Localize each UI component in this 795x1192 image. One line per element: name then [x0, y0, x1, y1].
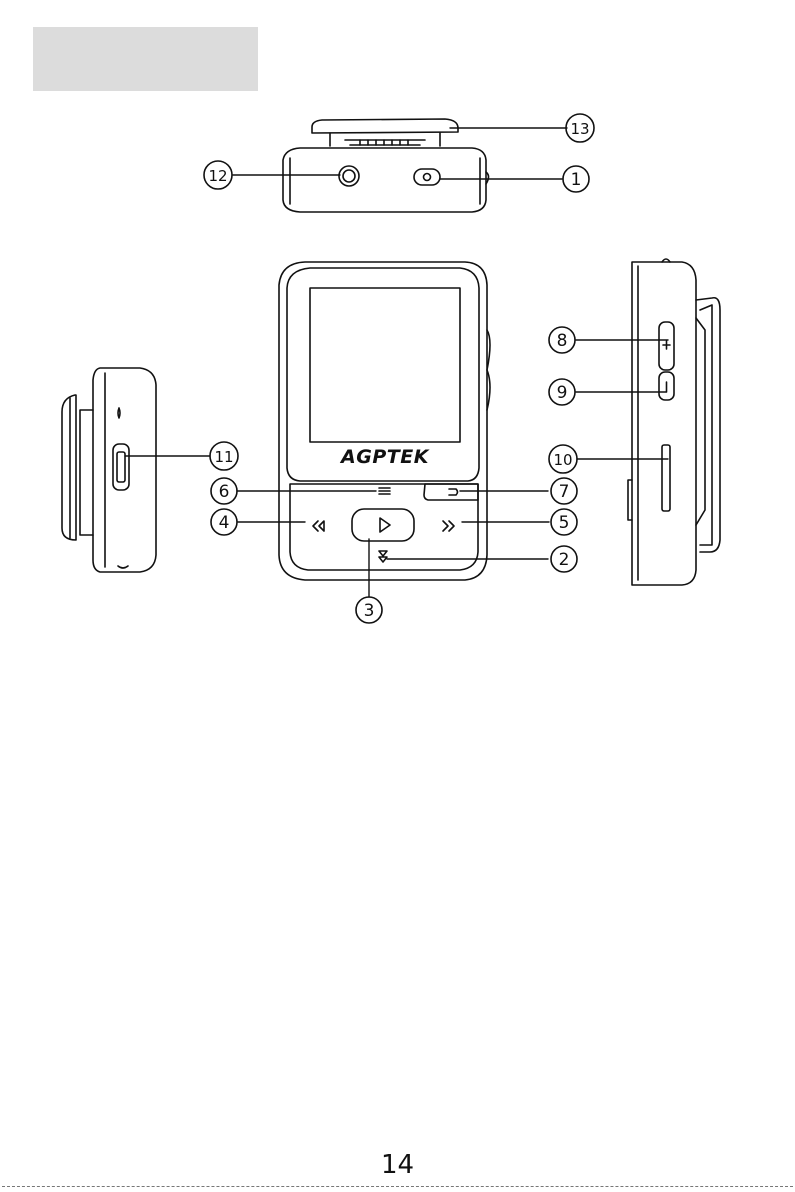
- volume-icon: [379, 551, 387, 562]
- screen: [310, 288, 460, 442]
- power-button: [414, 169, 440, 185]
- svg-text:6: 6: [219, 482, 230, 502]
- top-body: [283, 148, 486, 212]
- callout-leaders: [125, 128, 668, 597]
- callout-8: 8: [549, 327, 575, 353]
- callout-12: 12: [204, 161, 232, 189]
- play-icon: [380, 518, 390, 532]
- usb-port: [113, 444, 129, 490]
- callout-11: 11: [210, 442, 238, 470]
- callouts: 1 2 3 4 5 6 7 8: [204, 114, 594, 623]
- right-body: [632, 262, 696, 585]
- svg-text:2: 2: [559, 550, 570, 570]
- callout-4: 4: [211, 509, 237, 535]
- svg-text:4: 4: [219, 513, 230, 533]
- callout-1: 1: [563, 166, 589, 192]
- svg-text:9: 9: [557, 383, 568, 403]
- right-clip: [696, 298, 720, 552]
- menu-icon: [379, 488, 390, 494]
- sd-card-slot: [662, 445, 670, 511]
- svg-text:11: 11: [214, 448, 233, 466]
- svg-text:3: 3: [364, 601, 375, 621]
- page-number: 14: [0, 1150, 795, 1180]
- previous-icon: [313, 521, 324, 531]
- headphone-jack: [339, 166, 359, 186]
- svg-text:1: 1: [571, 170, 582, 190]
- svg-text:12: 12: [208, 167, 227, 185]
- svg-text:5: 5: [559, 513, 570, 533]
- right-side-view: [628, 259, 720, 585]
- left-clip: [62, 395, 76, 540]
- top-body-inner: [290, 158, 480, 204]
- callout-10: 10: [549, 445, 577, 473]
- clip-teeth: [360, 140, 408, 145]
- brand-logo: AGPTEK: [339, 446, 430, 468]
- svg-text:10: 10: [553, 451, 572, 469]
- clip-hinge: [330, 133, 440, 146]
- callout-6: 6: [211, 478, 237, 504]
- callout-5: 5: [551, 509, 577, 535]
- left-side-view: [62, 368, 156, 572]
- callout-3: 3: [356, 597, 382, 623]
- callout-13: 13: [566, 114, 594, 142]
- callout-9: 9: [549, 379, 575, 405]
- svg-text:7: 7: [559, 482, 570, 502]
- play-button: [352, 509, 414, 541]
- callout-2: 2: [551, 546, 577, 572]
- front-view: AGPTEK: [279, 262, 490, 580]
- callout-7: 7: [551, 478, 577, 504]
- clip-top: [312, 119, 458, 133]
- return-button: [424, 484, 478, 500]
- return-icon: [449, 489, 458, 495]
- svg-text:8: 8: [557, 331, 568, 351]
- next-icon: [443, 521, 454, 531]
- footer-divider: [2, 1186, 793, 1187]
- top-view: [283, 119, 489, 212]
- svg-text:13: 13: [570, 120, 589, 138]
